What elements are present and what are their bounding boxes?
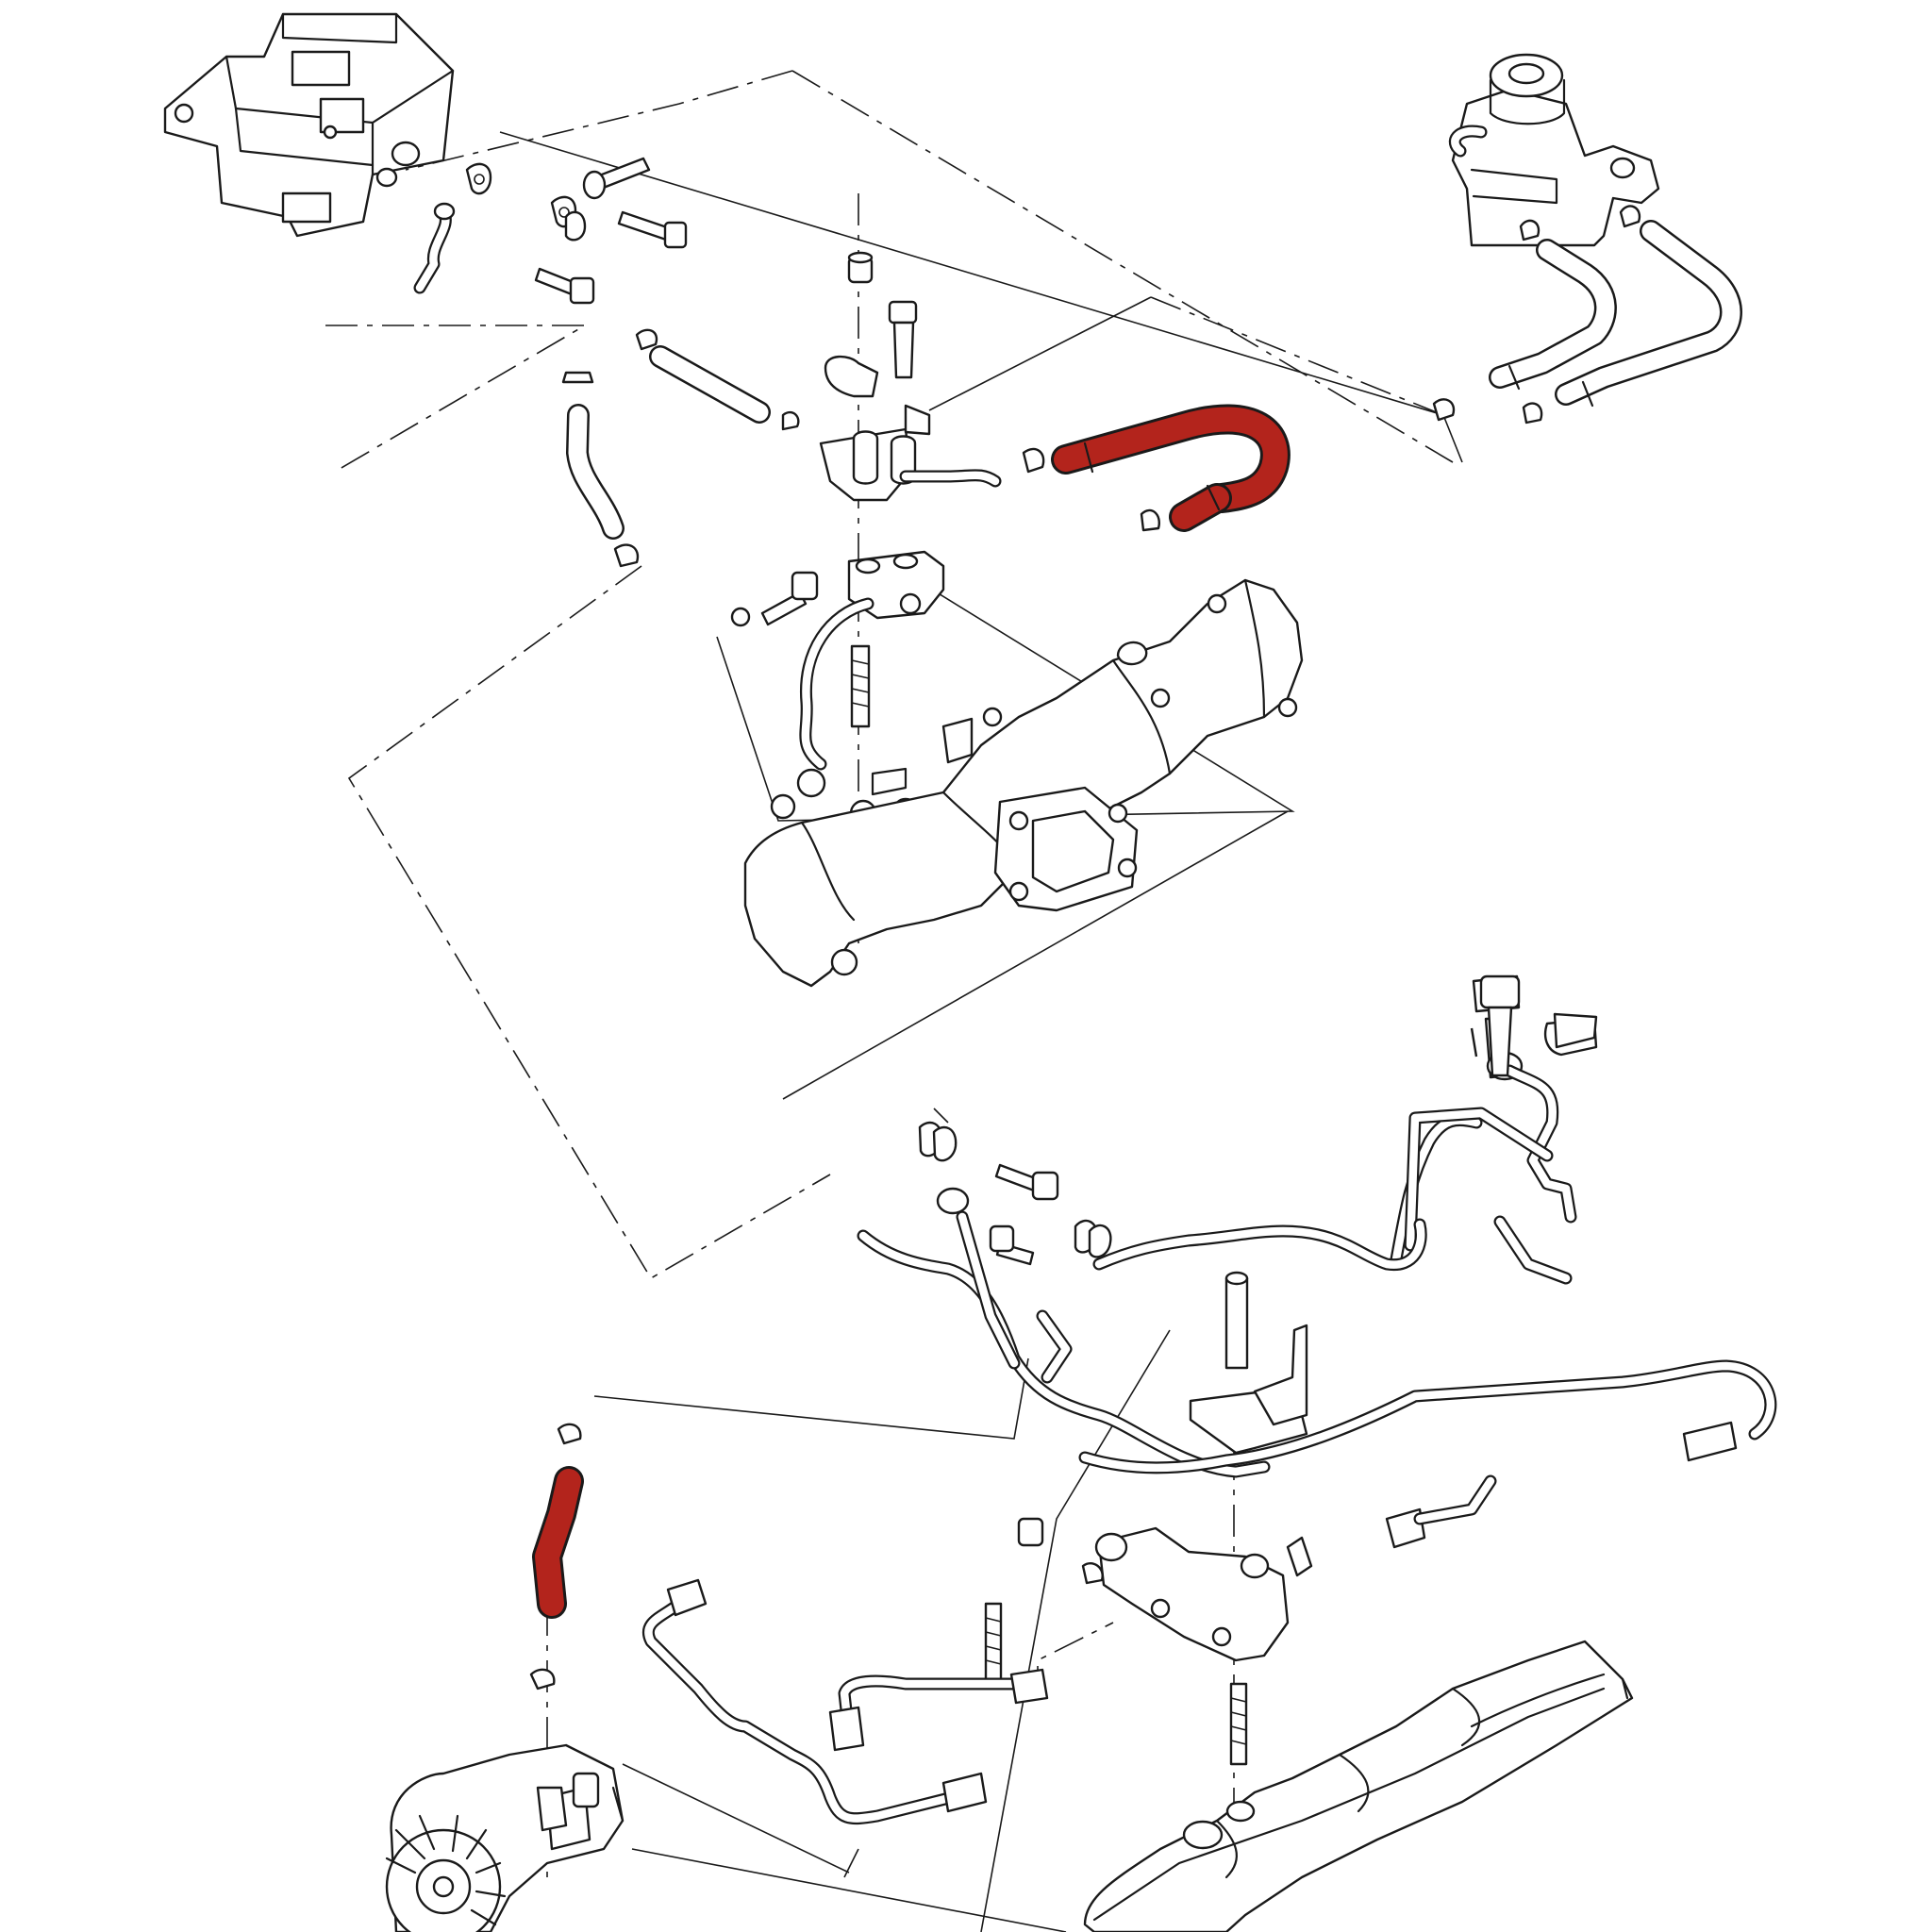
leader-right-diag bbox=[980, 1329, 1171, 1932]
leader-upper-right bbox=[499, 131, 1463, 463]
module-small-hose bbox=[413, 202, 456, 294]
left-vertical-hose bbox=[561, 371, 640, 568]
manifold-studs bbox=[770, 644, 920, 827]
short-straight-tube bbox=[635, 328, 800, 431]
leader-lower-hose-top bbox=[593, 1357, 1029, 1440]
mounting-bracket bbox=[1189, 1271, 1308, 1455]
filter-hoses bbox=[1432, 205, 1742, 425]
leader-lower-box-top bbox=[782, 810, 1289, 1100]
leader-top-center bbox=[405, 70, 793, 171]
leader-manifold-top bbox=[928, 296, 1152, 411]
lower-straight-hose bbox=[529, 1423, 584, 1690]
lower-left-pipe bbox=[641, 1578, 1049, 1825]
upper-fitting-assembly bbox=[819, 251, 1045, 502]
flange-bolt bbox=[730, 571, 819, 627]
exhaust-manifold bbox=[743, 578, 1304, 988]
leader-lines bbox=[325, 70, 1463, 1932]
module-connector bbox=[375, 141, 421, 188]
leader-lower-left bbox=[933, 1108, 949, 1124]
filter-pump-assembly bbox=[1448, 53, 1660, 247]
leader-gen-pipe bbox=[622, 1763, 850, 1874]
leader-bottom bbox=[631, 1848, 1067, 1932]
alternator bbox=[385, 1743, 625, 1932]
upper-u-hose bbox=[1051, 404, 1291, 532]
upper-bolts bbox=[534, 157, 688, 305]
lower-studs bbox=[984, 1602, 1248, 1766]
lower-right-bolt bbox=[1479, 974, 1598, 1077]
upper-washer-group bbox=[465, 162, 587, 242]
lower-manifold bbox=[1083, 1640, 1634, 1932]
leader-top-long bbox=[791, 70, 1454, 463]
control-module bbox=[163, 12, 455, 238]
fitting-flange-lower bbox=[799, 550, 945, 771]
leader-left-upper bbox=[325, 325, 588, 473]
lower-washers bbox=[918, 1027, 1478, 1266]
leader-big-left bbox=[347, 565, 831, 1280]
leader-bottom-dash bbox=[843, 1848, 859, 1878]
lower-fitting-block bbox=[1017, 1474, 1497, 1662]
leader-to-filter bbox=[1150, 296, 1444, 416]
leader-stud-lower bbox=[1037, 1622, 1114, 1698]
lower-fuel-lines bbox=[857, 1064, 1777, 1478]
